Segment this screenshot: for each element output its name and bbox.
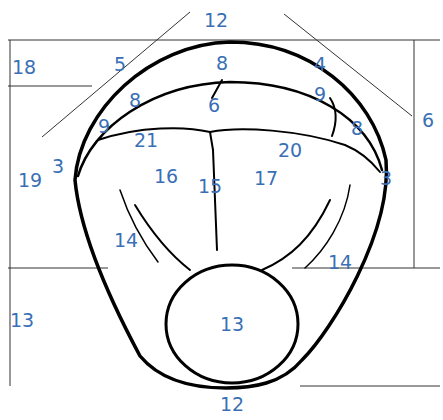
callout-number: 21 — [134, 131, 158, 150]
callout-number: 15 — [198, 177, 222, 196]
shape-outline — [75, 42, 386, 388]
oval-region: 13 — [164, 263, 300, 385]
callout-number: 9 — [98, 117, 110, 136]
callout-number: 3 — [380, 169, 392, 188]
callout-number: 20 — [278, 141, 302, 160]
callout-number: 18 — [12, 58, 36, 77]
callout-number: 14 — [114, 231, 138, 250]
callout-number: 8 — [351, 119, 363, 138]
guide-lines — [8, 12, 440, 386]
callout-number: 8 — [216, 54, 228, 73]
callout-number: 16 — [154, 167, 178, 186]
callout-number: 19 — [18, 171, 42, 190]
callout-number: 9 — [314, 85, 326, 104]
callout-number: 8 — [129, 91, 141, 110]
callout-number: 14 — [328, 253, 352, 272]
callout-number: 5 — [114, 55, 126, 74]
callout-number: 12 — [220, 395, 244, 414]
callout-number: 13 — [10, 311, 34, 330]
callout-number: 17 — [254, 169, 278, 188]
callout-number: 4 — [314, 55, 326, 74]
callout-number: 3 — [52, 157, 64, 176]
callout-number: 6 — [208, 96, 220, 115]
callout-number: 13 — [220, 315, 244, 334]
callout-number: 12 — [204, 11, 228, 30]
callout-number: 6 — [422, 111, 434, 130]
